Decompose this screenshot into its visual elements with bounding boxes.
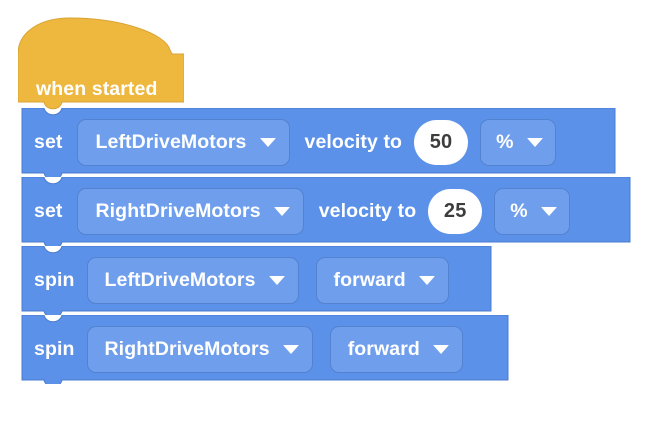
motor-group-dropdown[interactable]: RightDriveMotors: [77, 188, 304, 235]
chevron-down-icon: [268, 276, 285, 285]
velocity-unit-value: %: [496, 131, 514, 153]
motor-group-value: RightDriveMotors: [95, 200, 261, 222]
velocity-unit-dropdown[interactable]: %: [494, 188, 570, 235]
block-command-label: set: [34, 131, 63, 153]
chevron-down-icon: [282, 345, 299, 354]
spin-direction-value: forward: [333, 269, 406, 291]
motor-group-value: LeftDriveMotors: [104, 269, 256, 291]
chevron-down-icon: [259, 138, 276, 147]
motor-group-dropdown[interactable]: RightDriveMotors: [86, 326, 313, 373]
set-right-drive-velocity-block[interactable]: set RightDriveMotors velocity to 25 %: [18, 177, 634, 246]
spin-left-drive-block[interactable]: spin LeftDriveMotors forward: [18, 246, 495, 315]
chevron-down-icon: [432, 345, 449, 354]
velocity-unit-value: %: [510, 200, 528, 222]
block-command-label: spin: [34, 269, 75, 291]
block-command-label: set: [34, 200, 63, 222]
velocity-value-input[interactable]: 25: [428, 189, 483, 234]
velocity-value-input[interactable]: 50: [414, 120, 469, 165]
chevron-down-icon: [273, 207, 290, 216]
chevron-down-icon: [418, 276, 435, 285]
velocity-value: 25: [443, 200, 467, 222]
chevron-down-icon: [526, 138, 543, 147]
motor-group-dropdown[interactable]: LeftDriveMotors: [86, 257, 299, 304]
when-started-hat-block[interactable]: when started: [18, 16, 184, 110]
velocity-value: 50: [429, 131, 453, 153]
spin-right-drive-block[interactable]: spin RightDriveMotors forward: [18, 315, 512, 384]
motor-group-dropdown[interactable]: LeftDriveMotors: [77, 119, 290, 166]
motor-group-value: LeftDriveMotors: [95, 131, 247, 153]
set-left-drive-velocity-block[interactable]: set LeftDriveMotors velocity to 50 %: [18, 108, 619, 177]
motor-group-value: RightDriveMotors: [104, 338, 270, 360]
velocity-unit-dropdown[interactable]: %: [480, 119, 556, 166]
velocity-to-label: velocity to: [318, 200, 417, 222]
spin-direction-value: forward: [347, 338, 420, 360]
velocity-to-label: velocity to: [304, 131, 403, 153]
chevron-down-icon: [540, 207, 557, 216]
spin-direction-dropdown[interactable]: forward: [329, 326, 463, 373]
hat-block-label: when started: [36, 78, 158, 100]
spin-direction-dropdown[interactable]: forward: [315, 257, 449, 304]
block-command-label: spin: [34, 338, 75, 360]
